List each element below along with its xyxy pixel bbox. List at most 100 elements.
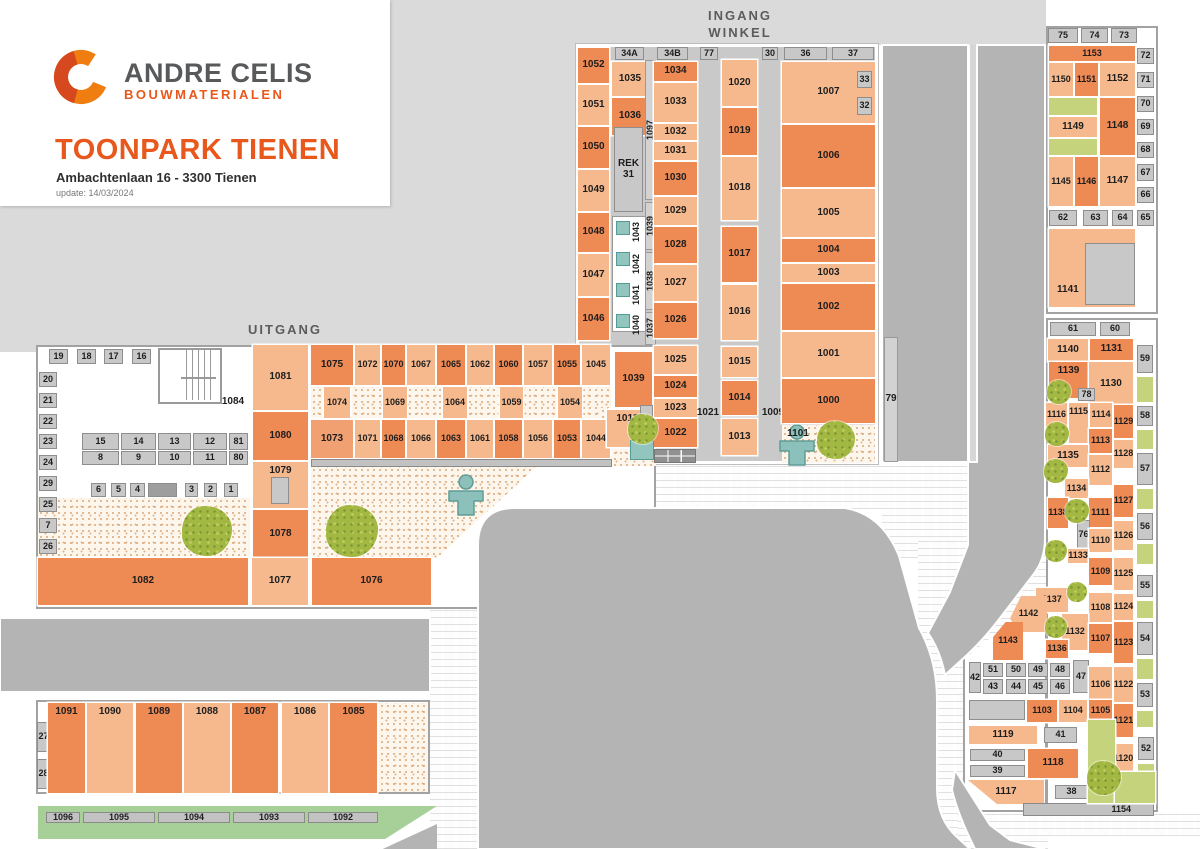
plot-label: 1103 [1032, 705, 1052, 716]
plot-1073: 1073 [311, 420, 353, 458]
plot-label: 1101 [787, 428, 809, 440]
plot-label: 1079 [269, 465, 292, 476]
plot-71: 71 [1137, 72, 1154, 88]
plot-44: 44 [1006, 679, 1026, 694]
plot-78: 78 [1078, 388, 1095, 401]
map-block [1049, 98, 1097, 115]
plot-label: 25 [42, 498, 53, 509]
person-icon [448, 474, 484, 521]
plot-label: 1054 [559, 396, 581, 407]
plot-label: 1094 [183, 811, 205, 822]
map-block [1137, 659, 1153, 679]
plot-1088: 1088 [184, 703, 230, 793]
plot-label: 1043 [631, 221, 642, 243]
plot-label: 1072 [357, 359, 378, 370]
plot-label: 1118 [1042, 757, 1064, 769]
plot-1003: 1003 [782, 264, 875, 282]
plot-label: 1053 [556, 433, 578, 444]
plot-label: 1138 [1048, 507, 1068, 518]
plot-1111: 1111 [1089, 498, 1112, 527]
plot-label: 3 [188, 484, 194, 495]
map-block [1137, 430, 1153, 449]
plot-1104: 1104 [1059, 700, 1087, 722]
plot-1136: 1136 [1046, 640, 1068, 658]
plot-label: 1040 [631, 314, 642, 336]
plot-1016: 1016 [722, 285, 757, 340]
plot-1112: 1112 [1089, 455, 1112, 485]
plot-label: REK 31 [617, 158, 640, 180]
plot-label: 1120 [1113, 752, 1134, 763]
plot-label: 1030 [664, 172, 687, 184]
plot-79: 79 [884, 337, 898, 462]
plot-1072: 1072 [355, 345, 380, 385]
plot-label: 1095 [108, 811, 130, 822]
bush-icon [1044, 459, 1068, 483]
plot-1056: 1056 [524, 420, 552, 458]
map-block [1137, 489, 1153, 509]
plot-label: 17 [108, 350, 119, 361]
plot-label: 1117 [995, 785, 1017, 797]
plot-77: 77 [700, 47, 718, 60]
plot-1031: 1031 [654, 142, 697, 160]
plot-54: 54 [1137, 622, 1153, 655]
plot-label: 42 [970, 671, 981, 682]
plot-label: 1088 [195, 706, 219, 717]
plot-30: 30 [762, 47, 778, 60]
plot-75: 75 [1048, 28, 1078, 43]
plot-label: 1126 [1113, 529, 1134, 540]
plot-65: 65 [1137, 210, 1154, 226]
plot-label: 1061 [469, 433, 491, 444]
plot-1134: 1134 [1065, 479, 1088, 498]
plot-label: 19 [53, 350, 64, 361]
plot-1001: 1001 [782, 332, 875, 377]
plot-1028: 1028 [654, 227, 697, 263]
plot-1145: 1145 [1049, 157, 1073, 206]
plot-1017: 1017 [722, 227, 757, 282]
entrance-label: INGANG WINKEL [708, 8, 772, 40]
plot-rek-31: REK 31 [614, 127, 643, 212]
plot-61: 61 [1050, 322, 1096, 336]
plot-label: 51 [987, 664, 998, 675]
plot-label: 80 [233, 452, 244, 463]
plot-label: 59 [1139, 353, 1150, 364]
plot-1107: 1107 [1089, 624, 1112, 653]
plot-1119: 1119 [969, 726, 1037, 744]
map-block [311, 459, 612, 467]
plot-label: 61 [1067, 323, 1078, 334]
map-block [1137, 377, 1153, 402]
plot-label: 41 [1055, 729, 1066, 740]
plot-1069: 1069 [383, 387, 407, 418]
plot-label: 78 [1081, 388, 1092, 399]
plot-label: 48 [1054, 664, 1065, 675]
plot-label: 1133 [1068, 550, 1088, 561]
plot-53: 53 [1137, 683, 1153, 707]
plot-1095: 1095 [83, 812, 155, 823]
plot-1089: 1089 [136, 703, 182, 793]
map-block [148, 483, 177, 497]
plot-label: 77 [703, 47, 714, 58]
plot-1154: 1154 [1023, 803, 1154, 816]
plot-1022: 1022 [654, 419, 697, 447]
plot-1055: 1055 [554, 345, 580, 385]
road-lane-b [926, 44, 1046, 677]
plot-1078: 1078 [253, 510, 308, 558]
plot-1057: 1057 [524, 345, 552, 385]
plot-1024: 1024 [654, 376, 697, 397]
plot-1013: 1013 [722, 419, 757, 455]
plot-label: 1137 [1042, 594, 1062, 605]
plot-label: 1077 [268, 575, 292, 587]
map-block [1137, 601, 1153, 618]
plot-label: 29 [42, 477, 53, 488]
plot-70: 70 [1137, 96, 1154, 112]
plot-label: 1025 [664, 353, 687, 365]
plot-label: 73 [1118, 29, 1129, 40]
plot-25: 25 [39, 497, 57, 512]
plot-13: 13 [158, 433, 191, 450]
plot-1123: 1123 [1114, 622, 1133, 663]
plot-1076: 1076 [312, 558, 431, 605]
plot-52: 52 [1138, 737, 1154, 760]
plot-label: 1055 [556, 359, 578, 370]
plot-32: 32 [857, 97, 872, 115]
plot-1035: 1035 [612, 62, 648, 96]
